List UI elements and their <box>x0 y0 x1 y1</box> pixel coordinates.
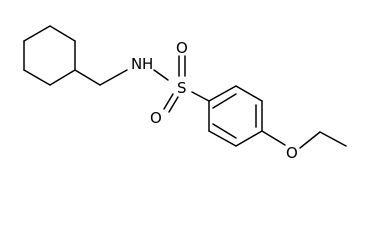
bond <box>163 93 174 110</box>
bond <box>235 130 263 147</box>
bond <box>49 25 76 42</box>
bond <box>168 96 179 113</box>
bond <box>23 69 51 86</box>
benzene-ring <box>208 85 263 147</box>
bond <box>261 130 286 146</box>
bond <box>49 69 76 86</box>
atom-label-oxygen-ether: O <box>286 144 298 162</box>
chemical-structure-diagram: N H O S O O <box>23 25 347 162</box>
cyclohexane-ring <box>23 25 76 86</box>
atom-labels: N H O S O O <box>131 39 298 162</box>
bond <box>299 131 321 149</box>
bond <box>212 123 237 139</box>
atom-label-nitrogen: N <box>131 55 142 73</box>
bond <box>99 69 128 86</box>
bond <box>191 91 210 102</box>
atom-label-oxygen-top: O <box>176 39 188 57</box>
bond <box>235 85 263 102</box>
bond <box>212 93 237 109</box>
bond <box>74 69 101 86</box>
atom-label-oxygen-bottom: O <box>150 109 162 127</box>
bond <box>319 131 347 147</box>
bond <box>208 85 237 102</box>
linker <box>74 69 169 86</box>
bond <box>208 130 237 147</box>
atom-label-sulfur: S <box>177 79 187 97</box>
ethoxy-group <box>261 130 347 149</box>
atom-label-hydrogen: H <box>142 55 153 73</box>
sulfonyl-double-bonds <box>163 55 186 113</box>
bond <box>23 25 51 42</box>
bond <box>153 69 169 81</box>
